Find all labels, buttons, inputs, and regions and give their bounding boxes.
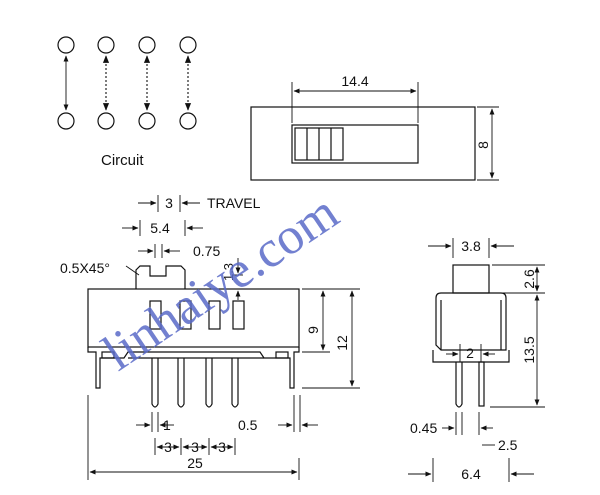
dim-12: 12 — [334, 335, 350, 351]
terminal-circle — [138, 36, 156, 54]
top-view-body — [250, 106, 476, 181]
dim-8: 8 — [475, 141, 491, 149]
terminal-circle — [57, 112, 75, 130]
switch-body — [87, 288, 300, 348]
frame-tab — [275, 351, 289, 359]
dim-0-5: 0.5 — [238, 417, 258, 433]
dim-14-4: 14.4 — [341, 73, 368, 89]
dim-13-5: 13.5 — [521, 336, 537, 363]
front-view: 3 TRAVEL 5.4 0.75 0.5X45° 1.3 — [60, 195, 360, 480]
leader-line — [125, 265, 140, 276]
side-body — [435, 292, 507, 351]
dim-pitch-3: 3 — [218, 439, 226, 455]
dim-pitch-3: 3 — [164, 439, 172, 455]
contact-window — [208, 300, 221, 330]
dim-2-5: 2.5 — [498, 437, 518, 453]
terminal-pin — [205, 358, 213, 408]
dim-25: 25 — [187, 455, 203, 471]
side-actuator — [452, 264, 490, 294]
terminal-pin — [177, 358, 185, 408]
contact-window — [232, 300, 245, 330]
terminal-pin — [151, 358, 159, 408]
dim-3-8: 3.8 — [461, 238, 481, 254]
dim-2-6: 2.6 — [521, 269, 537, 289]
side-pin — [455, 362, 463, 408]
dim-2: 2 — [466, 345, 474, 361]
dim-5-4: 5.4 — [150, 220, 170, 236]
actuator-profile — [135, 265, 186, 289]
terminal-circle — [179, 112, 197, 130]
terminal-circle — [97, 112, 115, 130]
side-frame-leg — [478, 361, 485, 407]
circuit-diagram: Circuit — [57, 36, 197, 169]
top-view: 14.4 8 — [250, 73, 499, 181]
chamfer-label: 0.5X45° — [60, 260, 110, 276]
side-view: 3.8 2 2.6 13.5 0.45 2.5 — [408, 238, 545, 482]
dim-1: 1 — [163, 417, 171, 433]
terminal-circle — [57, 36, 75, 54]
contact-window — [149, 300, 162, 330]
travel-label: TRAVEL — [207, 195, 261, 211]
dim-9: 9 — [305, 326, 321, 334]
dim-pitch-3: 3 — [191, 439, 199, 455]
dim-0-75: 0.75 — [193, 243, 220, 259]
dim-1-3: 1.3 — [221, 263, 236, 281]
dim-travel-3: 3 — [165, 195, 173, 211]
circuit-label: Circuit — [101, 152, 144, 169]
dim-0-45: 0.45 — [410, 420, 437, 436]
terminal-pin — [231, 358, 239, 408]
side-flange — [432, 350, 510, 363]
terminal-circle — [179, 36, 197, 54]
dim-6-4: 6.4 — [461, 466, 481, 482]
mounting-frame — [87, 347, 300, 389]
terminal-circle — [97, 36, 115, 54]
slot-outline — [291, 124, 419, 164]
terminal-circle — [138, 112, 156, 130]
contact-window — [179, 300, 192, 330]
frame-tab — [101, 351, 115, 359]
